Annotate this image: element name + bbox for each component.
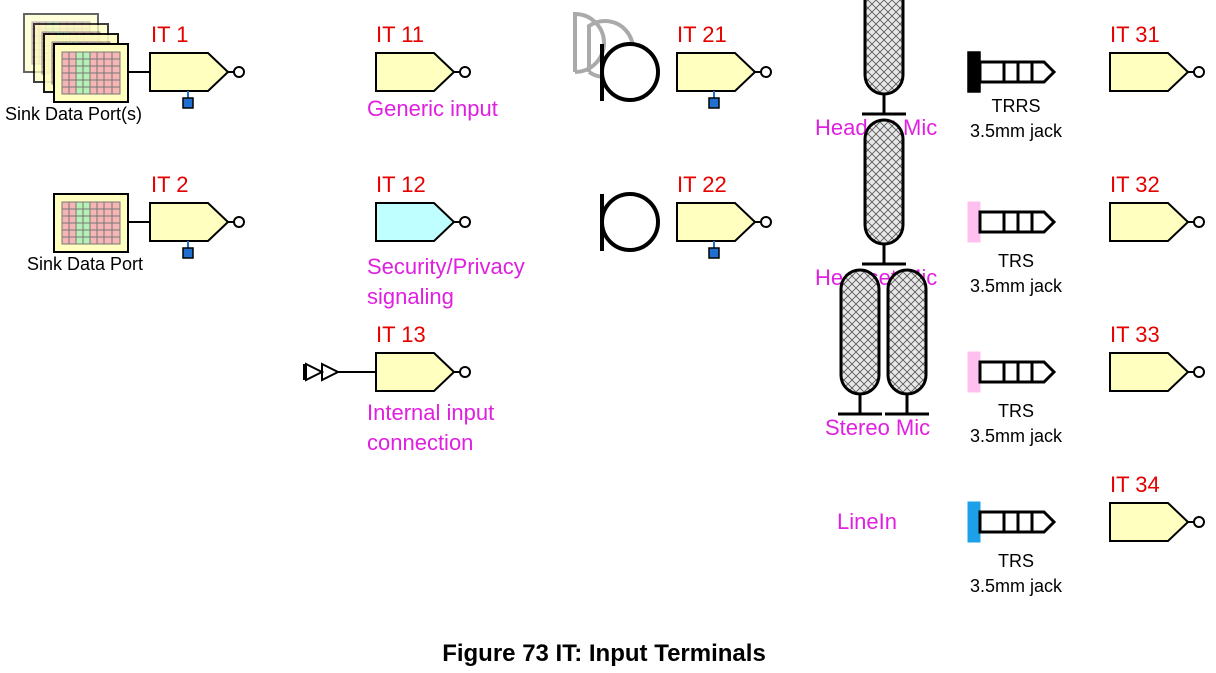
- it32-label: IT 32: [1110, 172, 1160, 197]
- it34-label: IT 34: [1110, 472, 1160, 497]
- it1-terminal-shape: [149, 52, 230, 92]
- trs-jack-icon: [967, 201, 1056, 243]
- it2-group: IT 2 Sink Data Port: [27, 172, 245, 274]
- it34-output-pin-icon: [1193, 516, 1205, 528]
- headset-mic-icon: [860, 0, 908, 116]
- it33-source-label: Stereo Mic: [825, 415, 930, 440]
- it22-output-pin-icon: [760, 216, 772, 228]
- it1-output-pin-icon: [233, 66, 245, 78]
- it13-label: IT 13: [376, 322, 426, 347]
- internal-connection-arrow-icon: [305, 362, 341, 382]
- it31-output-pin-icon: [1193, 66, 1205, 78]
- it21-label: IT 21: [677, 22, 727, 47]
- it32-terminal-shape: [1109, 202, 1190, 242]
- it34-group: LineIn TRS 3.5mm jack IT 34: [837, 472, 1205, 596]
- sink-data-ports-icon: [23, 13, 129, 103]
- it32-group: Headset Mic TRS 3.5mm jack IT 32: [815, 118, 1205, 296]
- trs-jack-icon: [967, 501, 1056, 543]
- it32-jack-type: TRS: [998, 251, 1034, 271]
- it1-description: Sink Data Port(s): [5, 104, 142, 124]
- it2-description: Sink Data Port: [27, 254, 143, 274]
- trs-jack-icon: [967, 351, 1056, 393]
- it2-control-pin-icon: [182, 247, 194, 259]
- it21-group: IT 21: [573, 11, 772, 109]
- it22-control-pin-icon: [708, 247, 720, 259]
- it1-control-pin-icon: [182, 97, 194, 109]
- it21-terminal-shape: [676, 52, 757, 92]
- it31-jack-type: TRRS: [992, 96, 1041, 116]
- it22-label: IT 22: [677, 172, 727, 197]
- it2-label: IT 2: [151, 172, 189, 197]
- headset-mic-icon: [860, 118, 908, 266]
- it12-output-pin-icon: [459, 216, 471, 228]
- it21-control-pin-icon: [708, 97, 720, 109]
- it34-jack-size: 3.5mm jack: [970, 576, 1063, 596]
- it33-group: Stereo Mic TRS 3.5mm jack IT 33: [825, 268, 1205, 446]
- it13-group: IT 13 Internal input connection: [303, 322, 494, 455]
- it12-terminal-shape: [375, 202, 456, 242]
- it33-label: IT 33: [1110, 322, 1160, 347]
- microphone-array-icon: [573, 11, 660, 102]
- it32-jack-size: 3.5mm jack: [970, 276, 1063, 296]
- it11-terminal-shape: [375, 52, 456, 92]
- it34-terminal-shape: [1109, 502, 1190, 542]
- it12-description-line1: Security/Privacy: [367, 254, 525, 279]
- it22-group: IT 22: [600, 172, 772, 259]
- trrs-jack-icon: [967, 51, 1056, 93]
- it32-output-pin-icon: [1193, 216, 1205, 228]
- it34-jack-type: TRS: [998, 551, 1034, 571]
- it33-terminal-shape: [1109, 352, 1190, 392]
- it31-group: Headset Mic TRRS 3.5mm jack IT 31: [815, 0, 1205, 141]
- figure-caption: Figure 73 IT: Input Terminals: [442, 640, 766, 667]
- it33-jack-type: TRS: [998, 401, 1034, 421]
- it1-group: IT 1 Sink Data Port(s): [5, 13, 245, 124]
- stereo-mic-icon: [836, 268, 931, 416]
- it13-output-pin-icon: [459, 366, 471, 378]
- it12-description-line2: signaling: [367, 284, 454, 309]
- it2-terminal-shape: [149, 202, 230, 242]
- it31-jack-size: 3.5mm jack: [970, 121, 1063, 141]
- it11-description: Generic input: [367, 96, 498, 121]
- it2-output-pin-icon: [233, 216, 245, 228]
- it13-description-line2: connection: [367, 430, 473, 455]
- it12-group: IT 12 Security/Privacy signaling: [367, 172, 525, 309]
- sink-data-port-icon: [53, 193, 129, 253]
- it31-label: IT 31: [1110, 22, 1160, 47]
- microphone-icon: [600, 192, 660, 252]
- it11-output-pin-icon: [459, 66, 471, 78]
- it11-group: IT 11 Generic input: [367, 22, 498, 121]
- it13-description-line1: Internal input: [367, 400, 494, 425]
- it13-terminal-shape: [375, 352, 456, 392]
- it33-jack-size: 3.5mm jack: [970, 426, 1063, 446]
- it11-label: IT 11: [376, 22, 424, 47]
- it1-label: IT 1: [151, 22, 189, 47]
- it22-terminal-shape: [676, 202, 757, 242]
- it34-source-label: LineIn: [837, 509, 897, 534]
- it21-output-pin-icon: [760, 66, 772, 78]
- it31-terminal-shape: [1109, 52, 1190, 92]
- it12-label: IT 12: [376, 172, 426, 197]
- it33-output-pin-icon: [1193, 366, 1205, 378]
